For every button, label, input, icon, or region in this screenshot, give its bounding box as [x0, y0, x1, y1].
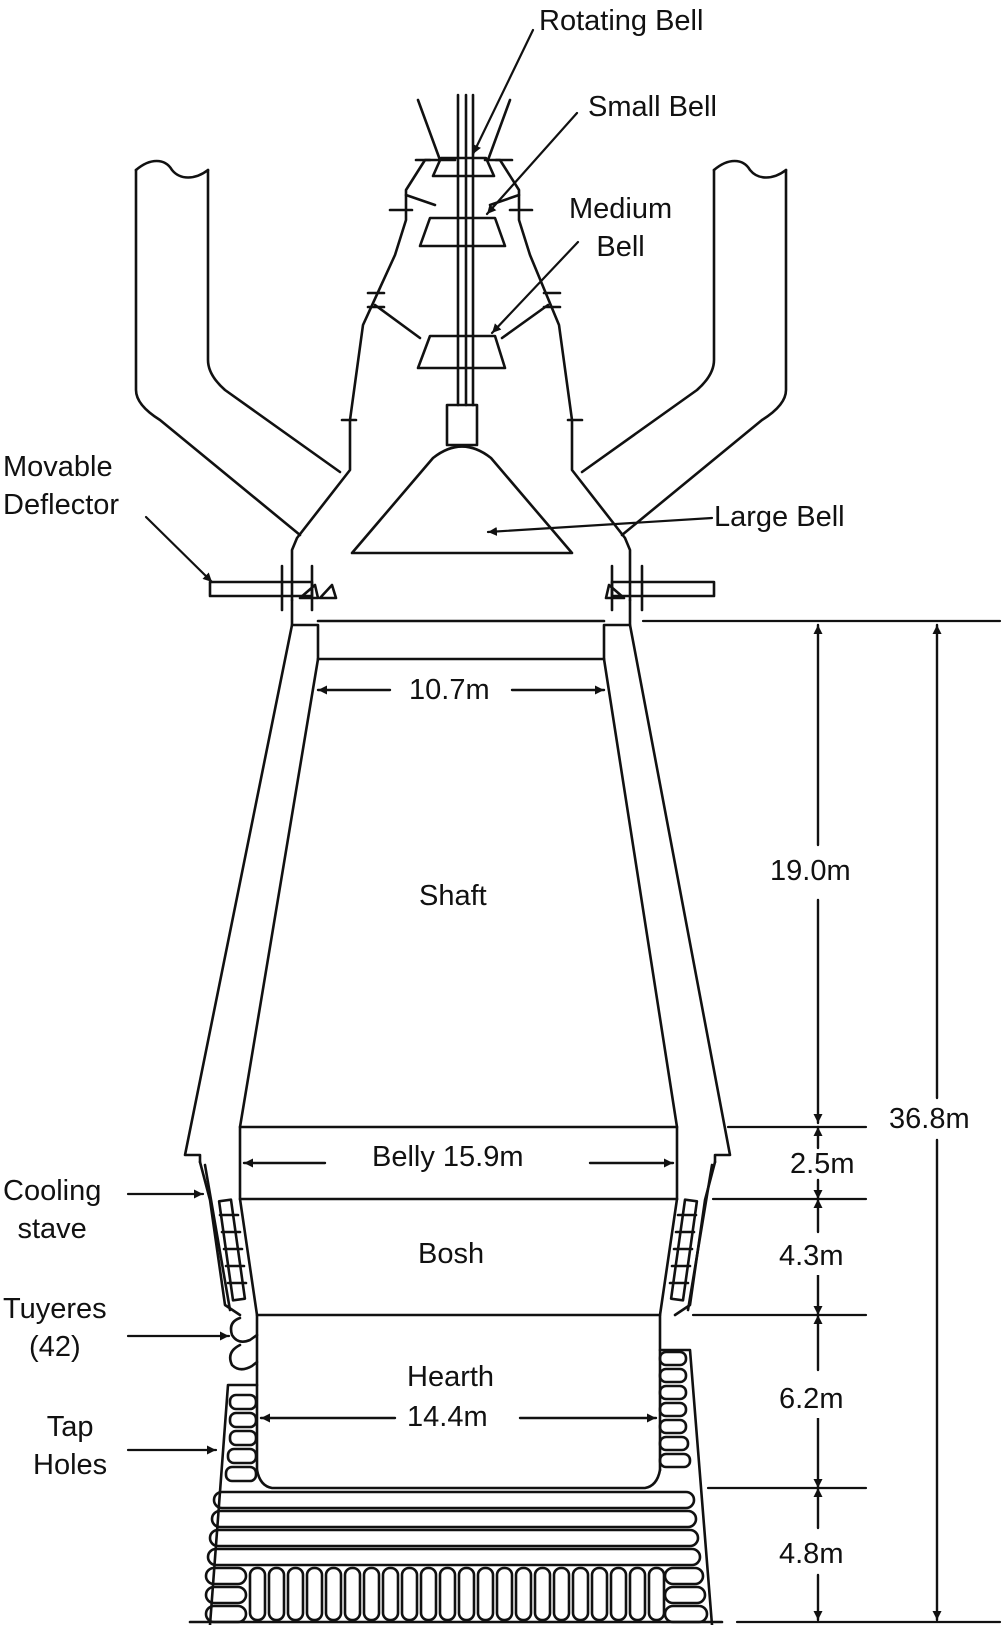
- bottom-brick: [343, 1566, 362, 1622]
- movable-deflector-left: [208, 564, 338, 612]
- label-tap-holes-line2: Holes: [33, 1449, 108, 1481]
- bottom-brick: [514, 1566, 533, 1622]
- leader-arrows: [126, 28, 714, 1455]
- label-large-bell: Large Bell: [714, 501, 845, 533]
- bottom-brick: [628, 1566, 647, 1622]
- cooling-staves-right: [668, 1198, 699, 1302]
- label-medium-bell: Medium Bell: [566, 190, 675, 266]
- hearth-bricks-left: [208, 1383, 259, 1625]
- label-medium-bell-line2: Bell: [596, 231, 645, 263]
- dim-hearth-height: 6.2m: [776, 1380, 847, 1418]
- bottom-brick: [647, 1566, 666, 1622]
- bottom-brick: [476, 1566, 495, 1622]
- small-bell: [418, 216, 507, 248]
- hearth-bottom: [188, 1468, 724, 1624]
- tuyeres: [228, 1316, 259, 1371]
- dimension-arrows: [242, 623, 942, 1622]
- label-tuyeres-line1: Tuyeres: [3, 1293, 107, 1325]
- label-tuyeres: Tuyeres (42): [0, 1290, 110, 1366]
- dim-total-height: 36.8m: [886, 1100, 973, 1138]
- top-housing: [290, 98, 632, 602]
- label-tap-holes: Tap Holes: [30, 1408, 110, 1484]
- label-hearth: Hearth: [407, 1361, 495, 1393]
- label-movable-deflector-line2: Deflector: [3, 489, 120, 521]
- bottom-brick: [381, 1566, 400, 1622]
- bottom-brick: [248, 1566, 267, 1622]
- shaft-walls: [183, 623, 732, 1164]
- bottom-brick: [438, 1566, 457, 1622]
- bottom-brick: [590, 1566, 609, 1622]
- uptake-pipe-right: [580, 159, 788, 537]
- bottom-brick: [495, 1566, 514, 1622]
- cooling-staves-left: [217, 1198, 248, 1302]
- throat: [290, 598, 632, 661]
- label-movable-deflector-line1: Movable: [3, 451, 113, 483]
- label-throat-width: 10.7m: [406, 671, 493, 709]
- label-cooling-stave: Cooling stave: [0, 1172, 104, 1248]
- bottom-brick: [267, 1566, 286, 1622]
- bottom-brick: [419, 1566, 438, 1622]
- dim-bottom-height: 4.8m: [776, 1535, 847, 1573]
- dim-bosh-height: 4.3m: [776, 1237, 847, 1275]
- label-small-bell: Small Bell: [588, 91, 717, 123]
- bottom-brick: [400, 1566, 419, 1622]
- rotating-bell: [431, 156, 496, 178]
- bottom-brick: [552, 1566, 571, 1622]
- label-rotating-bell: Rotating Bell: [539, 5, 704, 37]
- movable-deflector-right: [604, 564, 716, 612]
- bottom-brick: [362, 1566, 381, 1622]
- label-tuyeres-line2: (42): [29, 1331, 81, 1363]
- label-tap-holes-line1: Tap: [46, 1411, 94, 1443]
- label-cooling-stave-line1: Cooling: [3, 1175, 102, 1207]
- medium-bell: [416, 334, 507, 370]
- large-bell: [350, 445, 574, 555]
- bottom-brick: [457, 1566, 476, 1622]
- bell-rods: [445, 93, 479, 447]
- dim-shaft-height: 19.0m: [767, 852, 854, 890]
- hearth-bricks-right: [658, 1348, 714, 1625]
- bottom-brick: [533, 1566, 552, 1622]
- label-cooling-stave-line2: stave: [17, 1213, 87, 1245]
- dimension-extension-lines: [641, 619, 1002, 1624]
- dim-belly-height: 2.5m: [790, 1148, 855, 1180]
- label-belly: Belly 15.9m: [369, 1138, 527, 1176]
- label-medium-bell-line1: Medium: [569, 193, 673, 225]
- bottom-brick: [324, 1566, 343, 1622]
- bottom-brick: [305, 1566, 324, 1622]
- bottom-brick: [609, 1566, 628, 1622]
- label-movable-deflector: Movable Deflector: [0, 448, 122, 524]
- uptake-pipe-left: [134, 159, 342, 537]
- label-hearth-width: 14.4m: [404, 1398, 491, 1436]
- label-bosh: Bosh: [418, 1238, 485, 1270]
- bottom-brick: [571, 1566, 590, 1622]
- bottom-brick: [286, 1566, 305, 1622]
- label-shaft: Shaft: [419, 880, 487, 912]
